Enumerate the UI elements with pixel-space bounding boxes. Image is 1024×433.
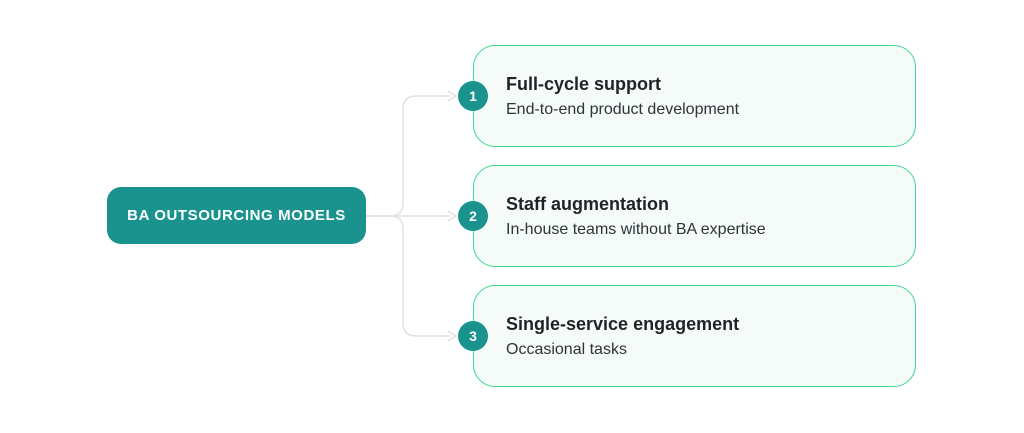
node-card-full-cycle-support: Full-cycle support End-to-end product de… <box>473 45 916 147</box>
card-title: Single-service engagement <box>506 313 740 334</box>
connector-bottom <box>389 215 451 337</box>
arrow-right-icon <box>447 90 457 102</box>
number-badge-label: 3 <box>469 328 477 344</box>
card-title: Full-cycle support <box>506 73 662 94</box>
card-subtitle: In-house teams without BA expertise <box>506 220 766 238</box>
node-card-single-service-engagement: Single-service engagement Occasional tas… <box>473 285 916 387</box>
card-subtitle: Occasional tasks <box>506 340 627 358</box>
arrow-right-icon <box>447 330 457 342</box>
connector-top <box>365 95 451 217</box>
number-badge-3: 3 <box>458 321 488 351</box>
root-node: BA OUTSOURCING MODELS <box>107 187 366 244</box>
number-badge-1: 1 <box>458 81 488 111</box>
card-title: Staff augmentation <box>506 193 670 214</box>
number-badge-2: 2 <box>458 201 488 231</box>
card-subtitle: End-to-end product development <box>506 100 740 118</box>
node-card-staff-augmentation: Staff augmentation In-house teams withou… <box>473 165 916 267</box>
root-node-label: BA OUTSOURCING MODELS <box>127 207 346 224</box>
number-badge-label: 2 <box>469 208 477 224</box>
number-badge-label: 1 <box>469 88 477 104</box>
arrow-right-icon <box>447 210 457 222</box>
